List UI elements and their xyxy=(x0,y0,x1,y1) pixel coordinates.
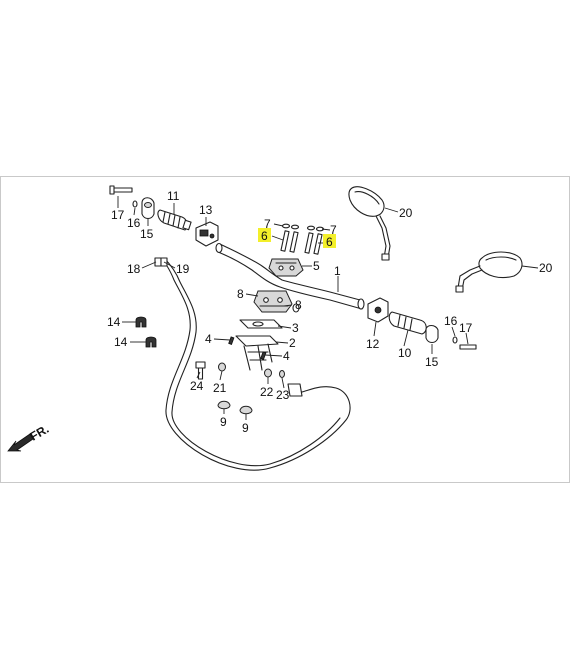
lower-holder xyxy=(253,290,300,313)
callout-15-left: 15 xyxy=(140,227,154,241)
callout-4-right: 4 xyxy=(283,349,290,363)
left-switch xyxy=(195,221,219,247)
callout-1: 1 xyxy=(334,264,341,278)
callout-9-right: 9 xyxy=(242,421,249,435)
caps xyxy=(217,400,253,415)
holder-plate xyxy=(239,319,283,329)
callout-16-left: 16 xyxy=(127,216,141,230)
callout-21: 21 xyxy=(213,381,227,395)
callout-3: 3 xyxy=(292,321,299,335)
right-grip xyxy=(388,311,427,335)
callout-13: 13 xyxy=(199,203,213,217)
throttle-cables xyxy=(154,257,351,471)
callout-14-lower: 14 xyxy=(114,335,128,349)
callout-7-right: 7 xyxy=(330,223,337,237)
callout-12: 12 xyxy=(366,337,380,351)
callout-17-right: 17 xyxy=(459,321,473,335)
callout-4-left: 4 xyxy=(205,332,212,346)
diagram-border xyxy=(0,176,570,483)
callout-19: 19 xyxy=(176,262,190,276)
callout-15-right: 15 xyxy=(425,355,439,369)
callout-9-left: 9 xyxy=(220,415,227,429)
callout-5: 5 xyxy=(313,259,320,273)
bracket xyxy=(235,335,279,371)
callout-14-upper: 14 xyxy=(107,315,121,329)
grommets xyxy=(218,362,285,378)
leader-lines xyxy=(117,196,539,420)
callout-22: 22 xyxy=(260,385,274,399)
right-mirror xyxy=(455,251,523,293)
callout-6-right: 6 xyxy=(326,235,333,249)
callout-6-left: 6 xyxy=(261,229,268,243)
callout-20-left-mirror: 20 xyxy=(399,206,413,220)
right-switch xyxy=(367,297,389,323)
front-direction-arrow: FR. xyxy=(7,422,51,452)
highlight-6-left xyxy=(258,228,271,242)
callout-20-right-mirror: 20 xyxy=(539,261,553,275)
bolt-24 xyxy=(195,361,206,380)
callout-labels: 17 16 15 11 13 7 6 7 6 20 18 19 5 1 20 8… xyxy=(107,189,553,435)
cable-clamps xyxy=(135,316,157,348)
holder-bolts xyxy=(280,223,325,255)
callout-2: 2 xyxy=(289,336,296,350)
callout-7-left: 7 xyxy=(264,217,271,231)
callout-8-upper: 8 xyxy=(237,287,244,301)
upper-holder xyxy=(268,258,304,277)
callout-16-right: 16 xyxy=(444,314,458,328)
left-end-weight-assembly xyxy=(109,185,155,220)
highlight-6-right xyxy=(323,234,336,248)
callout-23: 23 xyxy=(276,388,290,402)
left-mirror xyxy=(348,186,391,261)
callout-11: 11 xyxy=(167,189,180,203)
right-end-weight xyxy=(425,324,477,350)
handlebar xyxy=(215,242,365,310)
callout-18: 18 xyxy=(127,262,141,276)
callout-24: 24 xyxy=(190,379,204,393)
callout-10: 10 xyxy=(398,346,412,360)
callout-8-lower: 8 xyxy=(295,298,302,312)
callout-17-left: 17 xyxy=(111,208,125,222)
left-grip xyxy=(157,209,192,231)
